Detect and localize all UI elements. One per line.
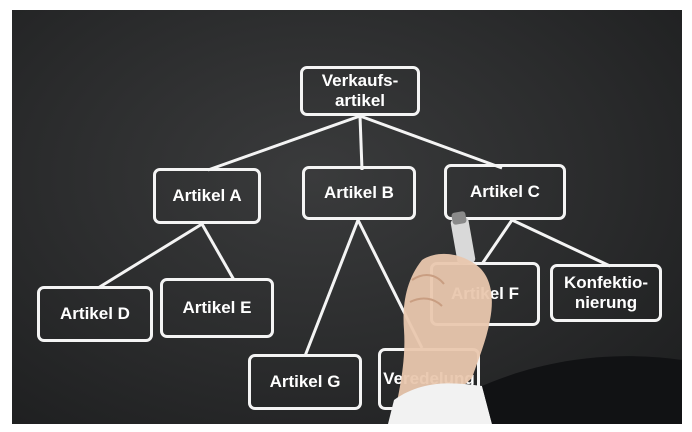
connector-lines [97,114,611,357]
edge-a-d [97,222,203,290]
node-artikel-d: Artikel D [37,286,153,342]
node-konfektionierung: Konfektio- nierung [550,264,662,322]
edge-b-g [303,219,360,357]
edge-a-e [200,223,236,281]
hand-with-marker-icon [388,211,682,424]
edge-c-f [480,219,514,265]
chalkboard: Verkaufs- artikel Artikel A Artikel B Ar… [12,10,682,424]
edge-root-a [207,114,361,172]
node-artikel-a: Artikel A [153,168,261,224]
node-artikel-c: Artikel C [444,164,566,220]
node-verkaufsartikel: Verkaufs- artikel [300,66,420,116]
edge-c-k [511,218,611,268]
node-artikel-b: Artikel B [302,166,416,220]
edge-root-c [359,114,503,170]
node-artikel-e: Artikel E [160,278,274,338]
edge-root-b [358,115,364,171]
node-artikel-g: Artikel G [248,354,362,410]
